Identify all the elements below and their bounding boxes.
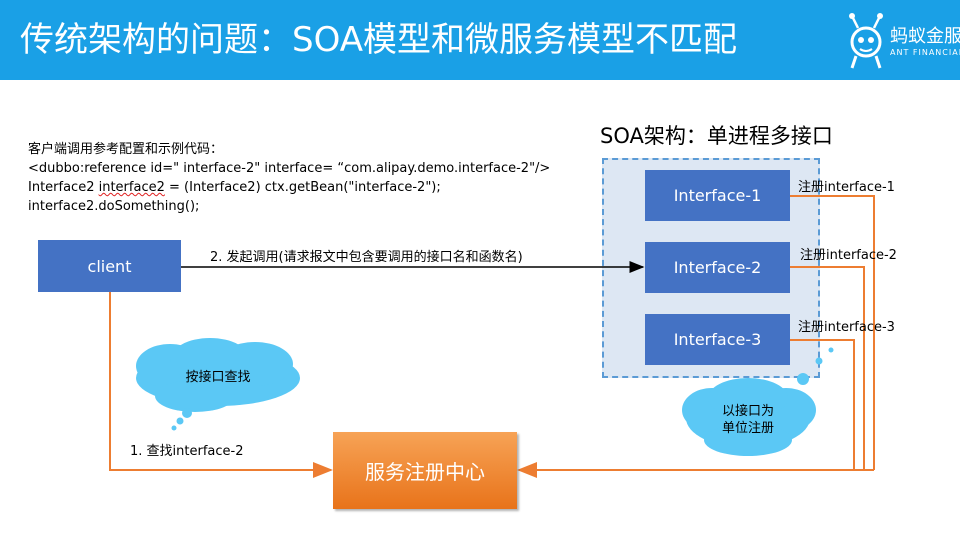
- interface-1-node[interactable]: Interface-1: [645, 170, 790, 221]
- code-line-3-prefix: Interface2: [28, 180, 99, 195]
- lookup-label: 1. 查找interface-2: [130, 444, 244, 459]
- register-label-1: 注册interface-1: [798, 180, 895, 195]
- call-label: 2. 发起调用(请求报文中包含要调用的接口名和函数名): [210, 250, 523, 265]
- logo-text: 蚂蚁金服: [890, 26, 960, 47]
- interface-3-node[interactable]: Interface-3: [645, 314, 790, 365]
- soa-title: SOA架构：单进程多接口: [600, 124, 833, 148]
- register-line-3: [790, 339, 855, 470]
- code-sample: 客户端调用参考配置和示例代码： <dubbo:reference id=" in…: [28, 140, 550, 216]
- client-node[interactable]: client: [38, 240, 181, 292]
- interface-2-node[interactable]: Interface-2: [645, 242, 790, 293]
- register-label-2: 注册interface-2: [800, 248, 897, 263]
- code-line-3-variable: interface2: [98, 180, 165, 195]
- code-line-3: Interface2 interface2 = (Interface2) ctx…: [28, 178, 550, 197]
- page-title: 传统架构的问题：SOA模型和微服务模型不匹配: [20, 20, 738, 60]
- code-line-1: 客户端调用参考配置和示例代码：: [28, 142, 224, 157]
- register-line-1: [790, 195, 875, 470]
- cloud-lookup-text: 按接口查找: [185, 370, 251, 385]
- cloud-lookup: [136, 338, 300, 431]
- cloud-register: [682, 347, 834, 456]
- register-label-3: 注册interface-3: [798, 320, 895, 335]
- service-registry-node[interactable]: 服务注册中心: [333, 432, 517, 509]
- cloud-register-line-2: 单位注册: [721, 421, 774, 436]
- code-line-4: interface2.doSomething();: [28, 199, 200, 214]
- lookup-arrow: [109, 292, 333, 478]
- cloud-register-text: 以接口为 单位注册: [698, 403, 798, 437]
- title-bar: 传统架构的问题：SOA模型和微服务模型不匹配: [0, 0, 960, 80]
- code-line-2: <dubbo:reference id=" interface-2" inter…: [28, 161, 551, 176]
- cloud-register-line-1: 以接口为: [721, 404, 774, 419]
- register-line-2: [790, 266, 865, 470]
- ant-logo-icon: [849, 13, 883, 69]
- logo-subtext: ANT FINANCIAL: [890, 48, 960, 57]
- code-line-3-suffix: = (Interface2) ctx.getBean("interface-2"…: [164, 180, 441, 195]
